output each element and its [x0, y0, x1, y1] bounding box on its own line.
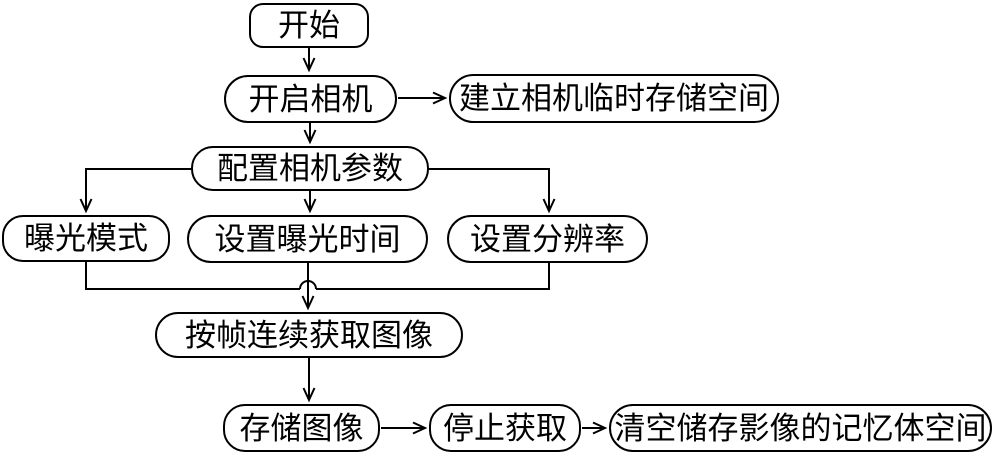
node-start: 开始: [249, 3, 369, 48]
node-create-temp-storage: 建立相机临时存储空间: [449, 74, 779, 123]
node-configure-params: 配置相机参数: [191, 146, 429, 191]
node-acquire-frames: 按帧连续获取图像: [155, 312, 463, 358]
node-open-camera: 开启相机: [224, 75, 397, 123]
node-stop-acquire: 停止获取: [429, 404, 581, 452]
edge-configure-params-exposure-mode: [79, 168, 191, 214]
edge-configure-params-set-resolution: [429, 168, 556, 214]
node-set-resolution: 设置分辨率: [447, 215, 648, 263]
node-exposure-mode: 曝光模式: [2, 215, 170, 262]
node-store-image: 存储图像: [223, 404, 380, 452]
node-clear-memory: 清空储存影像的记忆体空间: [609, 404, 992, 452]
node-set-exposure-time: 设置曝光时间: [187, 215, 428, 263]
